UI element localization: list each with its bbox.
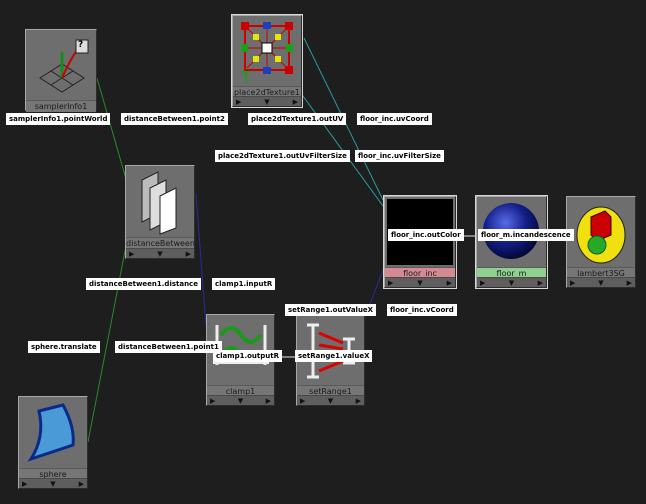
connection-label: distanceBetween1.point2	[121, 113, 228, 125]
connection-label: floor_inc.uvFilterSize	[355, 150, 444, 162]
wire-sampler-distance[interactable]	[96, 77, 129, 187]
expand-mid-icon[interactable]: ▼	[417, 278, 423, 287]
connection-label: floor_inc.outColor	[388, 229, 464, 241]
node-title: sphere	[19, 468, 87, 480]
connection-label: distanceBetween1.distance	[86, 278, 201, 290]
node-lambert3SG[interactable]: lambert3SG ▶ ▼ ▶	[566, 196, 636, 288]
connection-label: floor_inc.vCoord	[387, 304, 457, 316]
expand-right-icon[interactable]: ▶	[537, 278, 543, 287]
node-samplerInfo1[interactable]: ? samplerInfo1	[25, 29, 97, 112]
node-controls: ▶ ▼ ▶	[297, 395, 364, 405]
node-controls: ▶ ▼ ▶	[19, 478, 87, 488]
node-title: floor_m	[477, 267, 546, 279]
node-controls: ▶ ▼ ▶	[126, 248, 194, 258]
node-title: clamp1	[207, 385, 274, 397]
expand-mid-icon[interactable]: ▼	[508, 278, 515, 287]
sampler-info-icon	[39, 39, 89, 93]
distance-between-icon	[141, 171, 177, 235]
node-controls: ▶ ▼ ▶	[477, 277, 546, 287]
wire-place2d-uvfilter[interactable]	[299, 91, 384, 207]
connection-label: setRange1.outValueX	[285, 304, 377, 316]
node-floor_inc[interactable]: floor_inc ▶ ▼ ▶	[383, 195, 457, 289]
connection-label: clamp1.inputR	[212, 278, 276, 290]
expand-left-icon[interactable]: ▶	[388, 278, 394, 287]
expand-right-icon[interactable]: ▶	[185, 249, 191, 258]
expand-right-icon[interactable]: ▶	[446, 278, 452, 287]
help-icon: ?	[78, 40, 84, 50]
connection-label: floor_inc.uvCoord	[357, 113, 432, 125]
expand-right-icon[interactable]: ▶	[78, 479, 84, 488]
node-title: floor_inc	[385, 267, 455, 279]
expand-left-icon[interactable]: ▶	[300, 396, 306, 405]
node-controls: ▶ ▼ ▶	[207, 395, 274, 405]
node-controls: ▶ ▼ ▶	[233, 96, 301, 106]
connection-label: samplerInfo1.pointWorld	[6, 113, 111, 125]
expand-left-icon[interactable]: ▶	[570, 278, 576, 287]
expand-mid-icon[interactable]: ▼	[598, 278, 604, 287]
expand-left-icon[interactable]: ▶	[22, 479, 28, 488]
connection-label: place2dTexture1.outUV	[248, 113, 347, 125]
expand-right-icon[interactable]: ▶	[292, 97, 298, 106]
wire-distance-clamp[interactable]	[195, 193, 207, 327]
node-distanceBetween1[interactable]: distanceBetween1 ▶ ▼ ▶	[125, 165, 195, 259]
connection-label: place2dTexture1.outUvFilterSize	[215, 150, 350, 162]
connection-label: clamp1.outputR	[213, 350, 282, 362]
node-controls: ▶ ▼ ▶	[385, 277, 455, 287]
expand-left-icon[interactable]: ▶	[210, 396, 216, 405]
expand-mid-icon[interactable]: ▼	[50, 479, 56, 488]
expand-left-icon[interactable]: ▶	[129, 249, 135, 258]
node-title: lambert3SG	[567, 267, 635, 279]
expand-right-icon[interactable]: ▶	[265, 396, 271, 405]
expand-mid-icon[interactable]: ▼	[237, 396, 244, 405]
connection-label: sphere.translate	[28, 341, 100, 353]
node-sphere[interactable]: sphere ▶ ▼ ▶	[18, 396, 88, 489]
node-title: distanceBetween1	[126, 237, 194, 249]
node-title: samplerInfo1	[26, 100, 96, 112]
node-title: place2dTexture1	[233, 86, 301, 98]
expand-right-icon[interactable]: ▶	[355, 396, 361, 405]
node-place2dTexture1[interactable]: place2dTexture1 ▶ ▼ ▶	[231, 14, 303, 108]
expand-mid-icon[interactable]: ▼	[157, 249, 163, 258]
expand-mid-icon[interactable]: ▼	[264, 97, 270, 106]
connection-label: floor_m.incandescence	[478, 229, 574, 241]
expand-left-icon[interactable]: ▶	[480, 278, 486, 287]
expand-mid-icon[interactable]: ▼	[327, 396, 334, 405]
nurbs-surface-icon	[27, 403, 75, 462]
shading-group-icon	[576, 206, 626, 264]
expand-right-icon[interactable]: ▶	[626, 278, 632, 287]
node-title: setRange1	[297, 385, 364, 397]
node-controls: ▶ ▼ ▶	[567, 277, 635, 287]
place2d-texture-icon	[241, 22, 293, 82]
expand-left-icon[interactable]: ▶	[236, 97, 242, 106]
connection-label: setRange1.valueX	[295, 350, 373, 362]
connection-label: distanceBetween1.point1	[115, 341, 222, 353]
node-floor_m[interactable]: floor_m ▶ ▼ ▶	[475, 195, 548, 289]
